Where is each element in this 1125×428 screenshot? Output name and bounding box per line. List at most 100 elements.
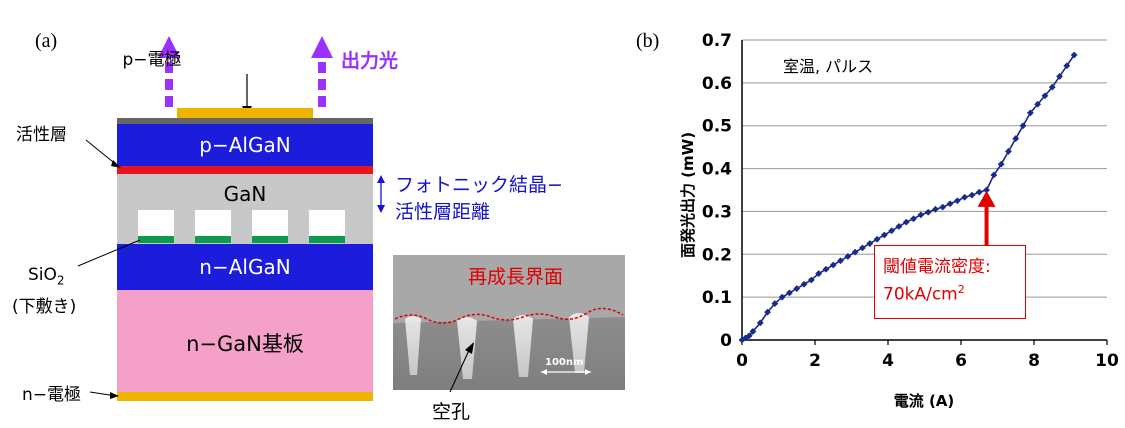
threshold-value: 70kA/cm bbox=[883, 284, 958, 305]
x-tick-label: 6 bbox=[955, 351, 967, 371]
condition-label: 室温, パルス bbox=[783, 57, 874, 76]
right-output-arrow bbox=[311, 36, 333, 107]
data-point bbox=[829, 261, 837, 269]
data-point bbox=[1048, 83, 1056, 91]
y-tick-label: 0.6 bbox=[702, 74, 732, 94]
data-point bbox=[844, 253, 852, 260]
sio2-label: SiO2 bbox=[28, 265, 65, 287]
data-point bbox=[822, 265, 830, 273]
void-label: 空孔 bbox=[432, 401, 471, 423]
x-tick-label: 4 bbox=[882, 351, 894, 371]
distance-label-line1: フォトニック結晶− bbox=[395, 174, 563, 196]
sio2-4 bbox=[309, 236, 345, 243]
data-point bbox=[1019, 122, 1027, 130]
void-2 bbox=[195, 210, 231, 236]
p-algan-label: p−AlGaN bbox=[199, 133, 291, 157]
data-point bbox=[902, 218, 910, 226]
data-point bbox=[1070, 51, 1078, 59]
data-point bbox=[859, 244, 866, 252]
x-tick-label: 8 bbox=[1028, 351, 1040, 371]
x-axis-label: 電流 (A) bbox=[894, 392, 955, 410]
data-point bbox=[968, 191, 976, 199]
x-tick-label: 10 bbox=[1095, 351, 1119, 371]
sio2-subscript: 2 bbox=[56, 273, 65, 288]
active-layer bbox=[117, 166, 373, 174]
y-tick-label: 0 bbox=[720, 331, 732, 351]
sio2-3 bbox=[252, 236, 288, 243]
sio2-text: SiO bbox=[28, 265, 57, 285]
data-point bbox=[807, 276, 815, 284]
threshold-line2: 70kA/cm2 bbox=[883, 283, 1017, 305]
panel-a-label: (a) bbox=[35, 30, 58, 52]
gan-label: GaN bbox=[223, 182, 267, 206]
threshold-unit-exponent: 2 bbox=[957, 283, 965, 296]
data-point bbox=[778, 293, 786, 301]
data-point bbox=[873, 235, 881, 243]
data-point bbox=[1034, 100, 1042, 108]
void-3 bbox=[252, 210, 288, 236]
data-point bbox=[953, 197, 961, 205]
n-electrode bbox=[117, 392, 373, 401]
x-tick-label: 0 bbox=[736, 351, 748, 371]
n-electrode-label: n−電極 bbox=[22, 385, 82, 405]
data-point bbox=[895, 223, 903, 230]
threshold-line1: 閾値電流密度: bbox=[883, 257, 991, 277]
data-point bbox=[851, 248, 859, 256]
substrate-label: n−GaN基板 bbox=[186, 332, 304, 356]
data-point bbox=[990, 171, 998, 179]
y-tick-label: 0.3 bbox=[702, 202, 732, 222]
data-point bbox=[888, 227, 896, 235]
top-contact-layer bbox=[117, 118, 373, 124]
data-point bbox=[793, 285, 801, 292]
data-point bbox=[866, 240, 874, 247]
data-point bbox=[786, 289, 793, 297]
p-algan-layer: p−AlGaN bbox=[117, 124, 373, 166]
data-point bbox=[917, 211, 925, 219]
n-algan-layer: n−AlGaN bbox=[117, 244, 373, 290]
panel-b-label: (b) bbox=[636, 30, 660, 52]
data-point bbox=[1012, 135, 1020, 142]
n-algan-label: n−AlGaN bbox=[199, 255, 291, 279]
y-tick-label: 0.4 bbox=[702, 160, 732, 180]
p-electrode-label: p−電極 bbox=[122, 50, 182, 70]
data-point bbox=[924, 208, 932, 216]
data-point bbox=[946, 200, 954, 208]
sio2-1 bbox=[138, 236, 174, 243]
data-point bbox=[764, 308, 771, 316]
data-point bbox=[800, 280, 808, 288]
y-axis-label: 面発光出力 (mW) bbox=[679, 132, 697, 258]
left-output-arrow bbox=[158, 36, 180, 107]
n-gan-substrate: n−GaN基板 bbox=[117, 290, 373, 392]
distance-label-line2: 活性層距離 bbox=[395, 201, 491, 223]
data-point bbox=[815, 270, 823, 277]
regrowth-interface-label: 再成長界面 bbox=[468, 266, 564, 288]
sio2-note: (下敷き) bbox=[12, 297, 77, 317]
void-pointer bbox=[449, 342, 474, 393]
y-tick-label: 0.5 bbox=[702, 117, 732, 137]
output-vs-current-chart: 面発光出力 (mW) 電流 (A) 0 0.1 0.2 0.3 0.4 0.5 0.6 0.7… bbox=[679, 31, 1119, 410]
y-tick-label: 0.2 bbox=[702, 245, 732, 265]
void-4 bbox=[309, 210, 345, 236]
data-point bbox=[1005, 148, 1012, 155]
x-tick-label: 2 bbox=[809, 351, 821, 371]
y-tick-label: 0.1 bbox=[702, 288, 732, 308]
data-point bbox=[975, 188, 983, 196]
p-electrode bbox=[177, 108, 313, 118]
void-1 bbox=[138, 210, 174, 236]
data-point bbox=[910, 215, 917, 223]
data-point bbox=[745, 332, 753, 340]
data-point bbox=[880, 231, 888, 239]
data-point bbox=[837, 257, 844, 265]
y-tick-label: 0.7 bbox=[702, 31, 732, 51]
active-layer-label: 活性層 bbox=[16, 125, 67, 145]
scale-bar-label: 100nm bbox=[545, 357, 584, 368]
threshold-callout: 閾値電流密度: 70kA/cm2 bbox=[874, 245, 1026, 319]
data-point bbox=[997, 160, 1005, 168]
data-point bbox=[939, 203, 947, 211]
output-light-arrows bbox=[158, 36, 333, 116]
sio2-2 bbox=[195, 236, 231, 243]
leader-lines bbox=[77, 139, 385, 399]
data-point bbox=[961, 193, 969, 201]
output-light-label: 出力光 bbox=[341, 50, 399, 72]
threshold-arrowhead bbox=[977, 190, 996, 207]
